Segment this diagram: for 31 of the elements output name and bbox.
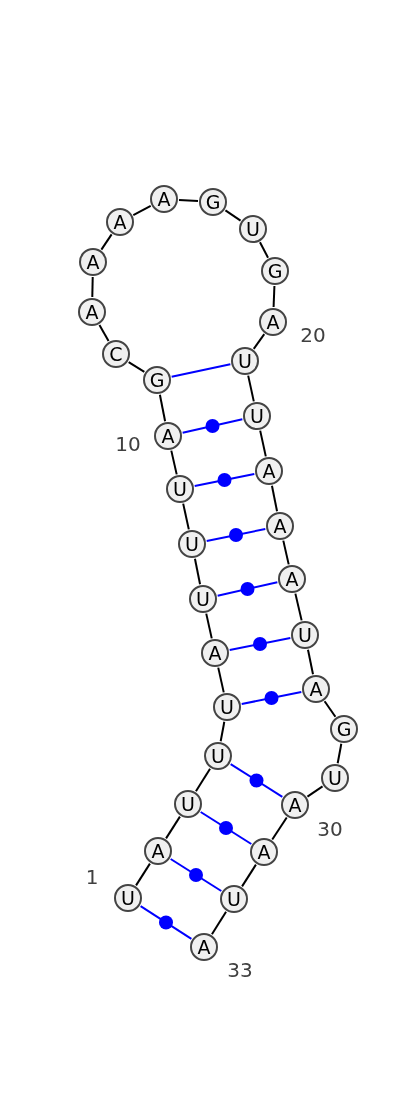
base-pair-line bbox=[205, 528, 267, 542]
backbone-line bbox=[247, 374, 255, 403]
backbone-line bbox=[258, 241, 270, 259]
backbone-line bbox=[307, 648, 314, 676]
base-pair-line bbox=[240, 690, 303, 706]
backbone-line bbox=[282, 539, 290, 566]
position-number: 33 bbox=[227, 960, 253, 980]
backbone-line bbox=[193, 557, 202, 586]
backbone-line bbox=[170, 449, 178, 476]
backbone-line bbox=[91, 276, 94, 298]
position-number: 30 bbox=[317, 819, 343, 839]
base-pair-line bbox=[170, 363, 232, 378]
base-pair-line bbox=[181, 418, 244, 434]
base-pair-line bbox=[216, 581, 279, 597]
backbone-line bbox=[336, 742, 343, 765]
position-number: 1 bbox=[85, 867, 99, 887]
base-pair-line bbox=[228, 636, 292, 652]
backbone-line bbox=[205, 612, 213, 640]
backbone-line bbox=[177, 198, 200, 203]
backbone-line bbox=[270, 484, 279, 513]
backbone-line bbox=[294, 592, 303, 622]
backbone-line bbox=[182, 502, 190, 531]
position-number: 10 bbox=[115, 434, 141, 454]
backbone-line bbox=[158, 393, 167, 423]
backbone-line bbox=[98, 324, 110, 342]
backbone-line bbox=[259, 429, 267, 458]
position-number: 20 bbox=[300, 325, 326, 345]
backbone-line bbox=[272, 285, 276, 308]
backbone-line bbox=[217, 666, 225, 694]
base-pair-line bbox=[193, 472, 256, 488]
backbone-line bbox=[219, 720, 226, 743]
